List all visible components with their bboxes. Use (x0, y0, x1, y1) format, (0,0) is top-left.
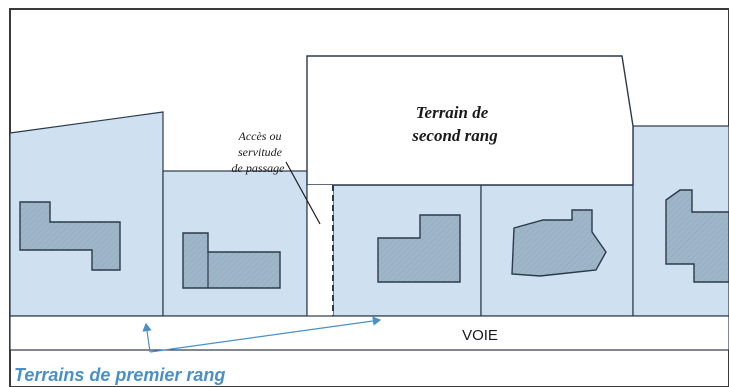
road-label: VOIE (462, 327, 498, 344)
access-label-leader (285, 161, 321, 225)
building-4 (511, 209, 607, 277)
arrow-to-lot-1 (142, 322, 152, 353)
access-label-line1: Accès ou (238, 129, 282, 143)
access-label-line3: de passage (232, 161, 286, 175)
access-strip (307, 185, 333, 316)
arrow-to-lot-3 (149, 316, 382, 353)
second-rank-label-line1: Terrain de (416, 103, 489, 122)
building-3 (377, 214, 461, 283)
building-5 (665, 189, 729, 283)
first-rank-label: Terrains de premier rang (14, 365, 225, 385)
building-2 (182, 232, 281, 289)
access-label-line2: servitude (238, 145, 283, 159)
second-rank-label-line2: second rang (411, 126, 498, 145)
building-1 (19, 201, 121, 271)
